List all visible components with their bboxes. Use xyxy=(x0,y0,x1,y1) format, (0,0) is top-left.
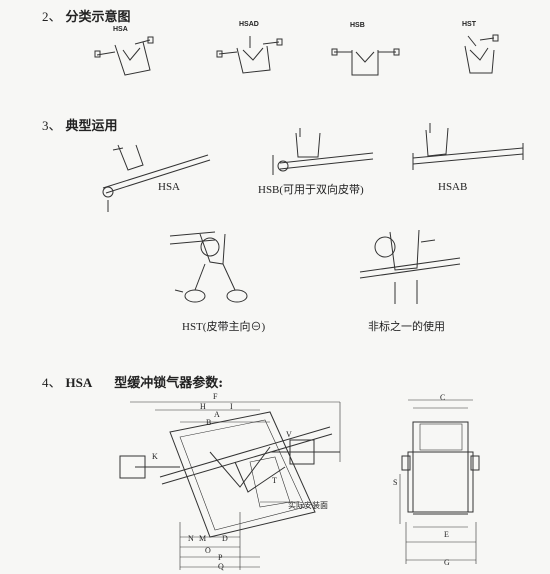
dim-letter-e: E xyxy=(444,530,449,539)
dim-letter-a: A xyxy=(214,410,220,419)
diagram-app-nonstandard xyxy=(359,229,461,304)
dim-letter-m: M xyxy=(199,534,207,543)
app-label-hsab: HSAB xyxy=(438,181,468,193)
app-label-nonstandard: 非标之一的使用 xyxy=(368,321,445,333)
type-label-hst: HST xyxy=(462,21,476,28)
type-label-hsad: HSAD xyxy=(239,21,259,28)
diagram-hsa-type xyxy=(94,36,154,76)
dim-letter-g: G xyxy=(444,558,450,567)
dim-letter-f: F xyxy=(213,392,218,401)
diagram-app-hsab xyxy=(412,123,524,170)
diagram-app-hst xyxy=(169,231,248,303)
dim-letter-s: S xyxy=(393,478,398,487)
app-label-hst: HST(皮带主向⊖) xyxy=(182,321,266,333)
dim-letter-q: Q xyxy=(218,562,224,571)
dim-letter-k: K xyxy=(152,452,158,461)
diagram-hst-type xyxy=(464,34,499,74)
hsa-dimension-drawing-side xyxy=(119,401,341,570)
dim-letter-t: T xyxy=(272,476,277,485)
app-label-hsa: HSA xyxy=(158,181,181,193)
section-2-heading: 2、分类示意图 xyxy=(42,9,131,25)
dim-letter-p: P xyxy=(218,553,223,562)
dim-letter-o: O xyxy=(205,546,211,555)
dim-letter-d: D xyxy=(222,534,228,543)
dim-letter-h: H xyxy=(200,402,206,411)
dim-letter-i: I xyxy=(230,402,233,411)
app-label-hsb: HSB(可用于双向皮带) xyxy=(258,184,364,196)
dim-letter-v: V xyxy=(286,430,292,439)
dim-letter-n: N xyxy=(188,534,194,543)
dim-letter-b: B xyxy=(206,418,212,427)
diagram-hsad-type xyxy=(216,36,283,74)
section-3-heading: 3、典型运用 xyxy=(42,118,118,134)
diagram-hsb-type xyxy=(331,48,400,76)
install-surface-annotation: 实际安装面 xyxy=(288,501,328,510)
diagram-app-hsb xyxy=(272,128,374,175)
hsa-dimension-drawing-front xyxy=(399,399,480,564)
type-label-hsb: HSB xyxy=(350,22,365,29)
diagram-app-hsa xyxy=(102,144,211,212)
type-label-hsa: HSA xyxy=(113,26,128,33)
dim-letter-c-top: C xyxy=(440,393,446,402)
